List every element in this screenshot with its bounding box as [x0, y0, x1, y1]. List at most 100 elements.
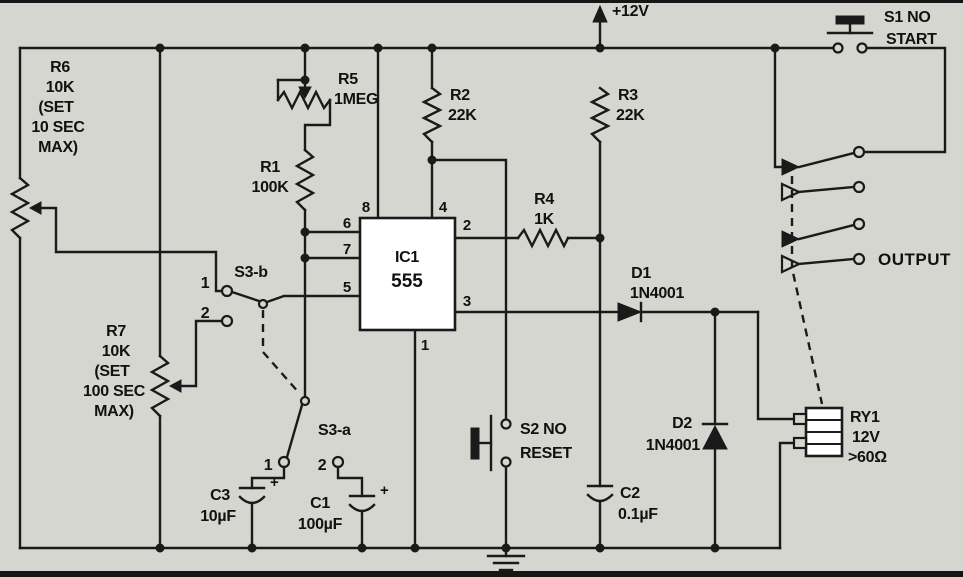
- diode-d2: D2 1N4001: [646, 415, 729, 454]
- ic1-body: [358, 216, 457, 332]
- c1-value-label: 100µF: [298, 516, 343, 533]
- c1-polarity-label: +: [380, 482, 389, 499]
- c1-ref-label: C1: [310, 495, 330, 512]
- r5-wiper-arrow-icon: [298, 86, 312, 100]
- r3-value-label: 22K: [616, 107, 645, 124]
- r6-value-label: 10K: [46, 79, 75, 96]
- s1-function-label: START: [886, 31, 937, 48]
- capacitor-c3: + C3 10µF: [200, 474, 279, 550]
- s3b-contact1: [220, 284, 234, 298]
- s3a-ref-label: S3-a: [318, 422, 351, 439]
- d2-ref-label: D2: [672, 415, 692, 432]
- r1-value-label: 100K: [251, 179, 289, 196]
- ry1-terminal-bottom: [792, 436, 808, 450]
- r4-value-label: 1K: [534, 211, 555, 228]
- ic1-pin4-label: 4: [439, 199, 448, 216]
- ry1-voltage-label: 12V: [852, 429, 880, 446]
- r7-note3-label: MAX): [94, 403, 134, 420]
- switch-s2-reset: S2 NO RESET: [470, 414, 573, 550]
- r6-note1-label: (SET: [38, 99, 74, 116]
- switch-s1-start: S1 NO START: [826, 9, 937, 54]
- relay-contact2-terminal-a: [852, 217, 866, 231]
- ry1-ref-label: RY1: [850, 409, 880, 426]
- c2-ref-label: C2: [620, 485, 640, 502]
- s3b-ref-label: S3-b: [234, 264, 268, 281]
- potentiometer-r6: R6 10K (SET 10 SEC MAX): [9, 59, 86, 240]
- r7-wiper-arrow-icon: [168, 379, 182, 393]
- s3b-pivot: [257, 298, 269, 310]
- r4-ref-label: R4: [534, 191, 554, 208]
- r5-ref-label: R5: [338, 71, 358, 88]
- s3b-contact2: [220, 314, 234, 328]
- relay-armature2-icon: [781, 230, 801, 248]
- ry1-terminal-top: [792, 412, 808, 426]
- d2-value-label: 1N4001: [646, 437, 701, 454]
- s2-contact-bottom: [500, 456, 512, 468]
- relay-throw2-icon: [780, 254, 802, 274]
- ic1-value-label: 555: [391, 271, 423, 292]
- d1-ref-label: D1: [631, 265, 651, 282]
- potentiometer-r5: R5 1MEG: [276, 71, 378, 111]
- c3-ref-label: C3: [210, 487, 230, 504]
- relay-armature1-icon: [781, 158, 801, 176]
- r5-value-label: 1MEG: [334, 91, 378, 108]
- potentiometer-r7: R7 10K (SET 100 SEC MAX): [83, 323, 182, 420]
- capacitor-c2: C2 0.1µF: [586, 484, 659, 523]
- ic1-ref-label: IC1: [395, 249, 419, 266]
- s3a-pos2-label: 2: [318, 457, 327, 474]
- ic1-pin3-label: 3: [463, 293, 471, 310]
- r3-ref-label: R3: [618, 87, 638, 104]
- resistor-r3: R3 22K: [589, 86, 645, 144]
- ic1-pin6-label: 6: [343, 215, 351, 232]
- ic1-pin2-label: 2: [463, 217, 471, 234]
- scan-edge-bottom: [0, 571, 963, 577]
- relay-throw1-icon: [780, 182, 802, 202]
- r6-wiper-arrow-icon: [28, 201, 42, 215]
- ry1-resistance-label: >60Ω: [848, 449, 887, 466]
- relay-contact1-terminal-a: [852, 145, 866, 159]
- s3-gang-link: [261, 310, 301, 395]
- output-label: OUTPUT: [878, 250, 951, 269]
- supply-label: +12V: [612, 3, 649, 20]
- r7-note1-label: (SET: [94, 363, 130, 380]
- d1-value-label: 1N4001: [630, 285, 685, 302]
- capacitor-c1: + C1 100µF: [298, 482, 389, 550]
- s2-button-cap-icon: [470, 427, 480, 460]
- ic1-pin5-label: 5: [343, 279, 351, 296]
- ic1-pin7-label: 7: [343, 241, 351, 258]
- s1-ref-label: S1 NO: [884, 9, 931, 26]
- switch-s3b: S3-b 1 2: [201, 264, 301, 395]
- relay-contact1-terminal-b: [852, 180, 866, 194]
- s3b-pos2-label: 2: [201, 305, 210, 322]
- s3b-pos1-label: 1: [201, 275, 210, 292]
- r2-ref-label: R2: [450, 87, 470, 104]
- diode-d1: D1 1N4001: [617, 265, 685, 323]
- r7-note2-label: 100 SEC: [83, 383, 146, 400]
- ic1-555-timer: IC1 555 8 4 6 7 5 2 3 1: [343, 199, 471, 354]
- resistor-r4: R4 1K: [516, 191, 570, 249]
- relay-contacts: OUTPUT: [780, 145, 951, 405]
- ground-symbol-icon: [486, 546, 526, 572]
- d1-symbol-icon: [617, 302, 643, 322]
- scan-edge-top: [0, 0, 963, 3]
- s1-button-cap-icon: [835, 15, 865, 25]
- relay-coil-ry1: RY1 12V >60Ω: [792, 406, 888, 466]
- c3-value-label: 10µF: [200, 508, 236, 525]
- c3-polarity-label: +: [270, 474, 279, 491]
- r6-ref-label: R6: [50, 59, 70, 76]
- s2-ref-label: S2 NO: [520, 421, 567, 438]
- s1-contact-right: [856, 42, 868, 54]
- r2-value-label: 22K: [448, 107, 477, 124]
- r6-note2-label: 10 SEC: [31, 119, 85, 136]
- s1-contact-left: [832, 42, 844, 54]
- relay-contact2-terminal-b: [852, 252, 866, 266]
- r7-ref-label: R7: [106, 323, 126, 340]
- wires: [18, 46, 947, 550]
- s2-function-label: RESET: [520, 445, 572, 462]
- s2-contact-top: [500, 418, 512, 430]
- supply-12v: +12V: [592, 3, 650, 50]
- r1-ref-label: R1: [260, 159, 280, 176]
- switch-s3a: S3-a 1 2: [250, 395, 364, 498]
